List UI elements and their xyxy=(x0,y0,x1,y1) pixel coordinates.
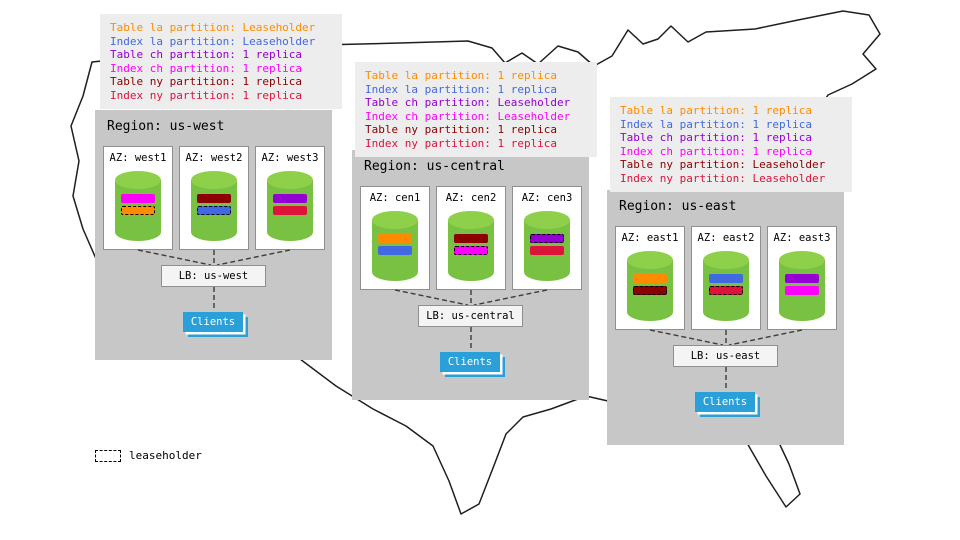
load-balancer: LB: us-west xyxy=(161,265,266,287)
database-cylinder-icon xyxy=(267,171,313,241)
partition-bar xyxy=(197,194,231,203)
note-line: Index ny partition: 1 replica xyxy=(365,136,558,150)
note-line: Table ch partition: Leaseholder xyxy=(365,96,571,109)
partition-bar-leaseholder xyxy=(454,246,488,255)
partition-bar-leaseholder xyxy=(633,286,667,295)
region-us-east: Region: us-east AZ: east1 AZ: east2 AZ: … xyxy=(607,190,844,445)
partition-bar-leaseholder xyxy=(530,234,564,243)
database-cylinder-icon xyxy=(779,251,825,321)
clients-box: Clients xyxy=(183,312,243,332)
leaseholder-legend-label: leaseholder xyxy=(129,449,202,462)
note-line: Table la partition: Leaseholder xyxy=(110,21,316,34)
note-line: Index ny partition: 1 replica xyxy=(110,88,303,102)
partition-bar xyxy=(530,246,564,255)
az-label: AZ: west1 xyxy=(109,152,167,164)
note-line: Table ch partition: 1 replica xyxy=(110,48,303,61)
az-box: AZ: west2 xyxy=(179,146,249,250)
az-label: AZ: west3 xyxy=(261,152,319,164)
database-cylinder-icon xyxy=(703,251,749,321)
region-us-central: Region: us-central AZ: cen1 AZ: cen2 AZ:… xyxy=(352,150,589,400)
region-title: Region: us-central xyxy=(364,159,505,174)
partition-bar xyxy=(378,234,412,243)
partition-bar xyxy=(273,194,307,203)
note-line: Table ch partition: 1 replica xyxy=(620,131,813,144)
partition-bar xyxy=(633,274,667,283)
az-box: AZ: west1 xyxy=(103,146,173,250)
note-line: Table ny partition: 1 replica xyxy=(110,75,303,88)
az-row: AZ: cen1 AZ: cen2 AZ: cen3 xyxy=(360,186,582,290)
database-cylinder-icon xyxy=(448,211,494,281)
az-label: AZ: east3 xyxy=(773,232,831,244)
note-line: Index ch partition: Leaseholder xyxy=(365,109,571,123)
region-title: Region: us-east xyxy=(619,199,737,214)
note-line: Index la partition: 1 replica xyxy=(365,82,558,96)
partition-bar xyxy=(273,206,307,215)
az-row: AZ: east1 AZ: east2 AZ: east3 xyxy=(615,226,837,330)
leaseholder-swatch-icon xyxy=(95,449,121,462)
az-box: AZ: east2 xyxy=(691,226,761,330)
az-label: AZ: east1 xyxy=(621,232,679,244)
az-box: AZ: cen1 xyxy=(360,186,430,290)
partition-bar xyxy=(785,274,819,283)
az-label: AZ: cen2 xyxy=(445,192,497,204)
leaseholder-legend: leaseholder xyxy=(95,449,202,462)
database-cylinder-icon xyxy=(372,211,418,281)
database-cylinder-icon xyxy=(115,171,161,241)
note-line: Table ny partition: 1 replica xyxy=(365,123,558,136)
partition-bar xyxy=(121,194,155,203)
partition-bar xyxy=(785,286,819,295)
note-line: Index ch partition: 1 replica xyxy=(110,61,303,75)
partition-bar-leaseholder xyxy=(197,206,231,215)
clients-box: Clients xyxy=(695,392,755,412)
database-cylinder-icon xyxy=(627,251,673,321)
partition-note-us-east: Table la partition: 1 replica Index la p… xyxy=(610,97,852,192)
az-box: AZ: west3 xyxy=(255,146,325,250)
database-cylinder-icon xyxy=(524,211,570,281)
note-line: Index ny partition: Leaseholder xyxy=(620,171,826,185)
region-title: Region: us-west xyxy=(107,119,225,134)
partition-bar xyxy=(709,274,743,283)
az-label: AZ: east2 xyxy=(697,232,755,244)
load-balancer: LB: us-central xyxy=(418,305,523,327)
partition-bar xyxy=(378,246,412,255)
az-label: AZ: cen1 xyxy=(369,192,421,204)
clients-box: Clients xyxy=(440,352,500,372)
az-box: AZ: east1 xyxy=(615,226,685,330)
load-balancer: LB: us-east xyxy=(673,345,778,367)
az-row: AZ: west1 AZ: west2 AZ: west3 xyxy=(103,146,325,250)
note-line: Table ny partition: Leaseholder xyxy=(620,158,826,171)
note-line: Index la partition: Leaseholder xyxy=(110,34,316,48)
note-line: Index ch partition: 1 replica xyxy=(620,144,813,158)
database-cylinder-icon xyxy=(191,171,237,241)
note-line: Table la partition: 1 replica xyxy=(620,104,813,117)
partition-note-us-central: Table la partition: 1 replica Index la p… xyxy=(355,62,597,157)
az-box: AZ: cen3 xyxy=(512,186,582,290)
partition-bar-leaseholder xyxy=(709,286,743,295)
az-box: AZ: cen2 xyxy=(436,186,506,290)
partition-bar-leaseholder xyxy=(121,206,155,215)
az-box: AZ: east3 xyxy=(767,226,837,330)
partition-note-us-west: Table la partition: Leaseholder Index la… xyxy=(100,14,342,109)
note-line: Table la partition: 1 replica xyxy=(365,69,558,82)
partition-bar xyxy=(454,234,488,243)
az-label: AZ: west2 xyxy=(185,152,243,164)
az-label: AZ: cen3 xyxy=(521,192,573,204)
note-line: Index la partition: 1 replica xyxy=(620,117,813,131)
region-us-west: Region: us-west AZ: west1 AZ: west2 AZ: … xyxy=(95,110,332,360)
